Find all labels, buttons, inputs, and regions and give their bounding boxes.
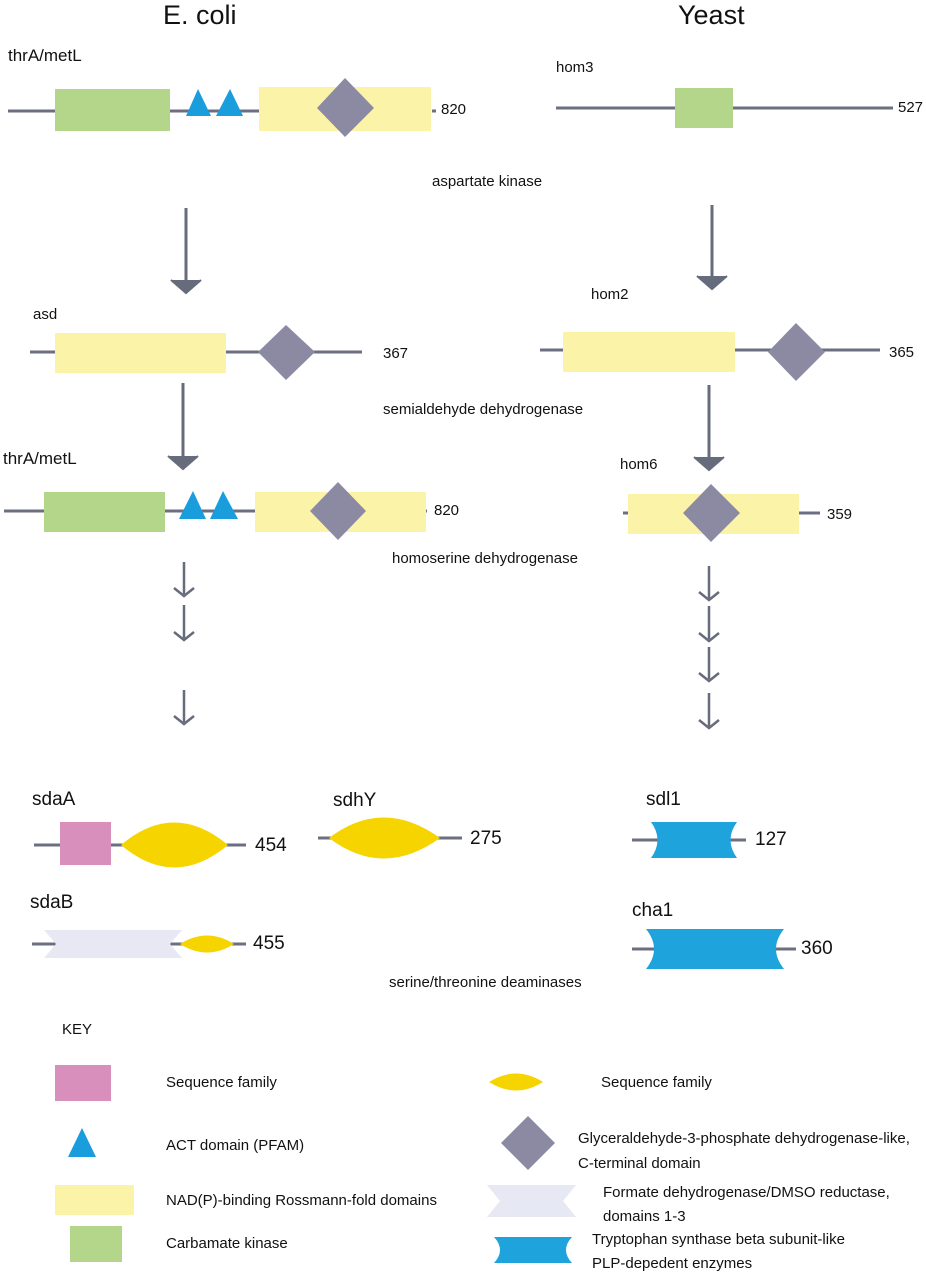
key-label-tryptophan-synthase-line2: PLP-depedent enzymes xyxy=(592,1255,753,1272)
step-label-serine-threonine-deaminases: serine/threonine deaminases xyxy=(389,974,582,991)
gene-name-thrA-metL-top: thrA/metL xyxy=(8,46,82,65)
carbamate-kinase-domain xyxy=(44,492,165,532)
key-legend xyxy=(55,1065,576,1263)
column-title-ecoli: E. coli xyxy=(163,0,237,30)
gene-length-cha1: 360 xyxy=(801,938,833,959)
tryptophan-synthase-hourglass xyxy=(646,929,784,969)
key-label-sequence-family-pink: Sequence family xyxy=(166,1074,277,1091)
rossmann-fold-domain xyxy=(55,333,226,373)
arrow-yeast-2 xyxy=(693,385,725,472)
ecoli-asd-protein xyxy=(30,325,362,380)
arrow-yeast-1 xyxy=(696,205,728,291)
tryptophan-synthase-hourglass xyxy=(651,822,737,858)
key-label-formate-dh-line1: Formate dehydrogenase/DMSO reductase, xyxy=(603,1184,890,1201)
key-pink-rect-icon xyxy=(55,1065,111,1101)
key-label-sequence-family-yellow: Sequence family xyxy=(601,1074,712,1091)
gene-name-sdaA: sdaA xyxy=(32,789,76,810)
yeast-hom6-protein xyxy=(623,484,820,542)
step-label-aspartate-kinase: aspartate kinase xyxy=(432,173,543,190)
key-label-tryptophan-synthase-line1: Tryptophan synthase beta subunit-like xyxy=(592,1231,845,1248)
key-label-carbamate-kinase: Carbamate kinase xyxy=(166,1235,288,1252)
key-green-rect-icon xyxy=(70,1226,122,1262)
ecoli-thrA-metL-top-protein xyxy=(8,78,436,137)
yeast-sdl1-protein xyxy=(632,822,746,858)
key-lavender-bowtie-icon xyxy=(487,1185,576,1217)
column-title-yeast: Yeast xyxy=(678,0,745,30)
gene-name-hom3: hom3 xyxy=(556,59,594,76)
arrows-yeast-multistep xyxy=(698,566,720,730)
arrows-ecoli-multistep xyxy=(173,562,195,726)
step-label-homoserine-dehydrogenase: homoserine dehydrogenase xyxy=(392,550,578,567)
gapdh-c-terminal-diamond xyxy=(683,484,740,542)
gene-name-sdhY: sdhY xyxy=(333,790,377,811)
key-yellow-rect-icon xyxy=(55,1185,134,1215)
gene-length-thrA-metL-top: 820 xyxy=(441,101,467,118)
yeast-hom2-protein xyxy=(540,323,880,381)
gapdh-c-terminal-diamond xyxy=(768,323,825,381)
step-label-semialdehyde-dehydrogenase: semialdehyde dehydrogenase xyxy=(383,401,584,418)
ecoli-sdhY-protein xyxy=(318,817,462,859)
gene-name-cha1: cha1 xyxy=(632,900,674,921)
act-domain-triangle xyxy=(210,491,238,519)
yeast-cha1-protein xyxy=(632,929,796,969)
gapdh-c-terminal-diamond xyxy=(317,78,374,137)
ecoli-thrA-metL-mid-protein xyxy=(4,482,427,540)
rossmann-fold-domain xyxy=(563,332,735,372)
carbamate-kinase-domain xyxy=(675,88,733,128)
sequence-family-yellow-lens xyxy=(121,822,228,868)
formate-dehydrogenase-domain xyxy=(44,930,182,958)
gene-name-sdl1: sdl1 xyxy=(646,789,681,810)
key-label-formate-dh-line2: domains 1-3 xyxy=(603,1208,686,1225)
act-domain-triangle xyxy=(216,89,243,116)
gapdh-c-terminal-diamond xyxy=(258,325,315,380)
gene-length-hom6: 359 xyxy=(827,506,853,523)
key-label-gapdh-line2: C-terminal domain xyxy=(578,1155,701,1172)
gene-length-asd: 367 xyxy=(383,345,409,362)
sequence-family-yellow-lens xyxy=(329,817,440,859)
key-label-act-domain: ACT domain (PFAM) xyxy=(166,1137,305,1154)
gene-length-sdl1: 127 xyxy=(755,829,787,850)
gene-length-hom2: 365 xyxy=(889,344,915,361)
gene-length-hom3: 527 xyxy=(898,99,924,116)
ecoli-sdaB-protein xyxy=(32,930,246,958)
gene-name-thrA-metL-mid: thrA/metL xyxy=(3,449,77,468)
arrow-ecoli-1 xyxy=(170,208,202,295)
key-label-rossmann-fold: NAD(P)-binding Rossmann-fold domains xyxy=(166,1192,437,1209)
gene-length-thrA-metL-mid: 820 xyxy=(434,502,460,519)
key-grey-diamond-icon xyxy=(501,1116,555,1170)
gene-length-sdhY: 275 xyxy=(470,828,502,849)
gapdh-c-terminal-diamond xyxy=(310,482,366,540)
key-yellow-lens-icon xyxy=(489,1073,543,1091)
arrow-ecoli-2 xyxy=(167,383,199,471)
gene-name-sdaB: sdaB xyxy=(30,892,74,913)
gene-name-hom2: hom2 xyxy=(591,286,629,303)
gene-length-sdaB: 455 xyxy=(253,933,285,954)
key-blue-triangle-icon xyxy=(68,1128,96,1157)
act-domain-triangle xyxy=(186,89,211,116)
yeast-hom3-protein xyxy=(556,88,893,128)
gene-length-sdaA: 454 xyxy=(255,835,287,856)
key-title: KEY xyxy=(62,1021,93,1038)
gene-name-asd: asd xyxy=(33,306,58,323)
ecoli-sdaA-protein xyxy=(34,822,246,868)
sequence-family-pink-domain xyxy=(60,822,111,865)
gene-name-hom6: hom6 xyxy=(620,456,658,473)
key-blue-hourglass-icon xyxy=(494,1237,572,1263)
act-domain-triangle xyxy=(179,491,206,519)
carbamate-kinase-domain xyxy=(55,89,170,131)
sequence-family-yellow-lens xyxy=(180,935,234,953)
key-label-gapdh-line1: Glyceraldehyde-3-phosphate dehydrogenase… xyxy=(578,1130,910,1147)
